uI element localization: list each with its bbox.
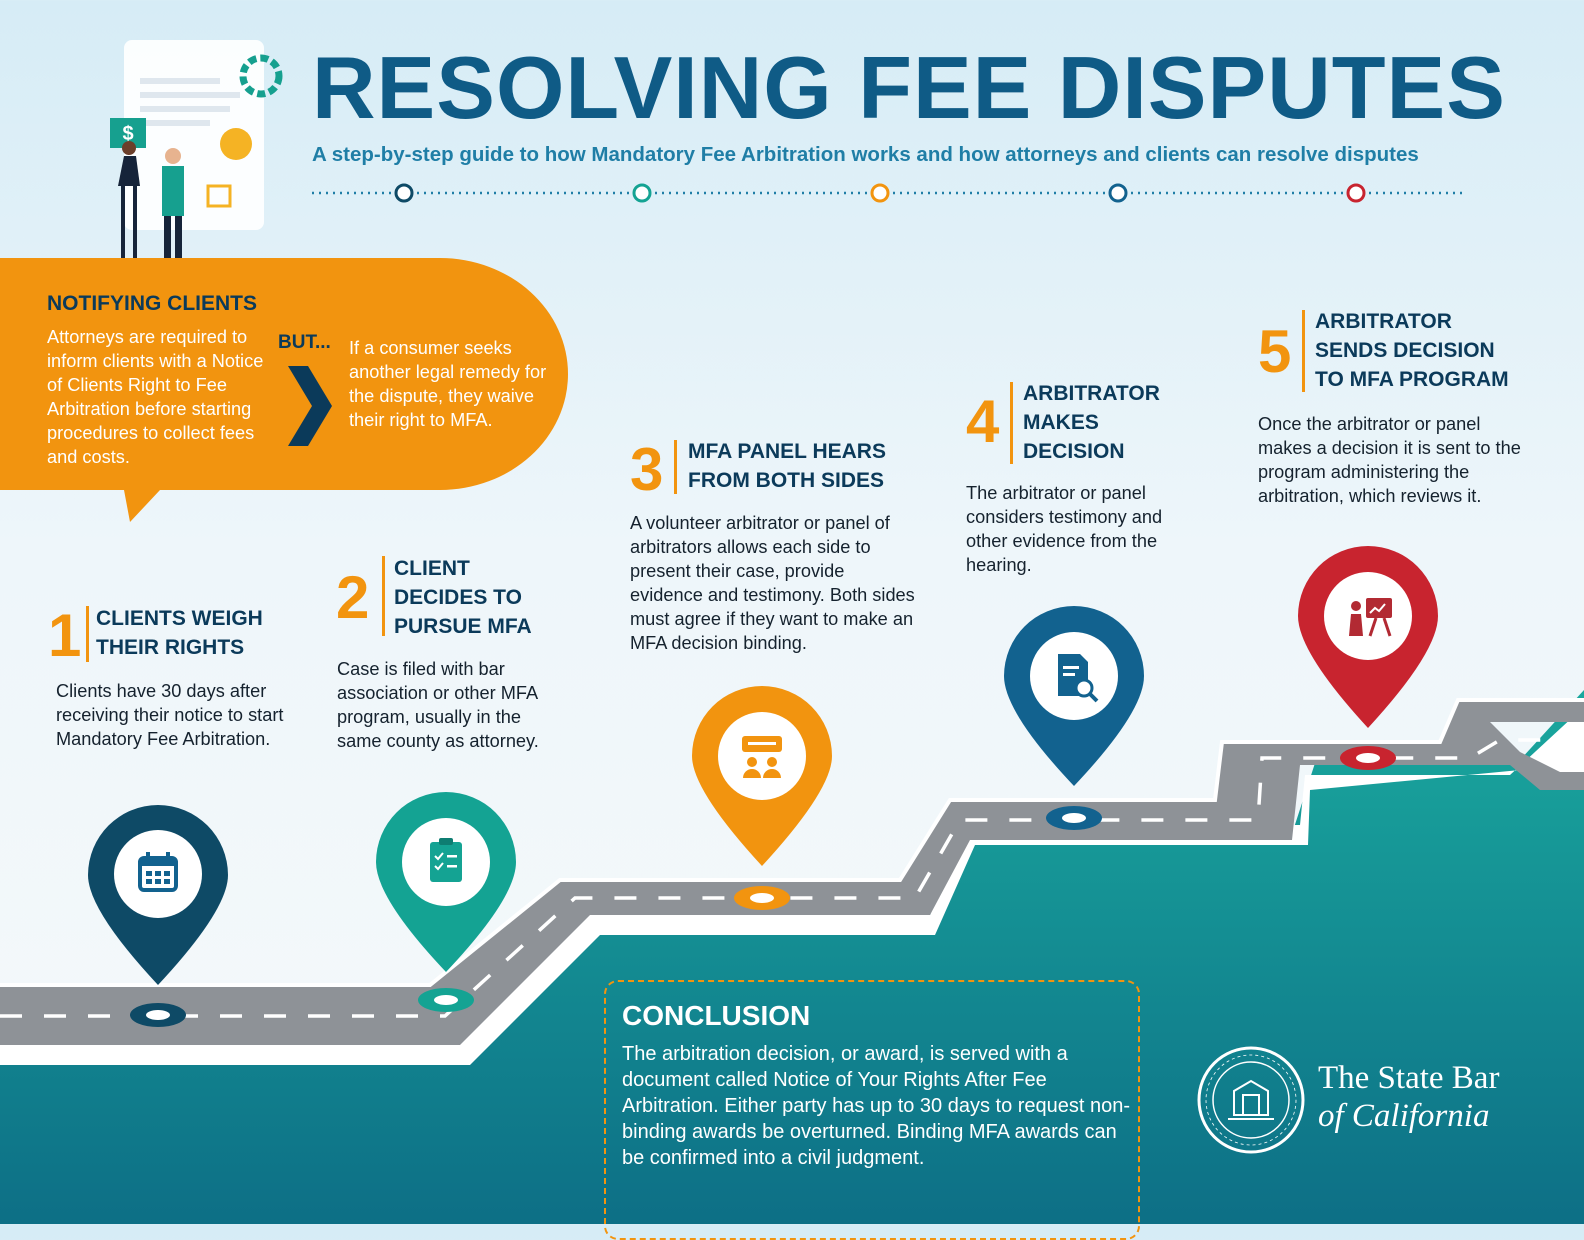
step-2-number: 2 (336, 564, 370, 631)
step-2-divider (382, 556, 385, 636)
step-4-number: 4 (966, 388, 1000, 455)
page-title: RESOLVING FEE DISPUTES (312, 38, 1506, 137)
timeline-dots (312, 183, 1464, 203)
conclusion-text: The arbitration decision, or award, is s… (622, 1043, 1131, 1169)
step-4-divider (1010, 382, 1013, 464)
step-5-number: 5 (1258, 318, 1292, 385)
step-4-text: The arbitrator or panel considers testim… (966, 483, 1163, 575)
but-text: If a consumer seeks another legal remedy… (349, 338, 547, 430)
conclusion-title: CONCLUSION (622, 1000, 811, 1031)
timeline-dot-orange (870, 183, 890, 203)
step-3-number: 3 (630, 436, 664, 503)
step-1-text: Clients have 30 days after receiving the… (56, 681, 284, 749)
state-bar-seal-logo (1197, 1046, 1305, 1154)
state-bar-name-line1: The State Bar (1318, 1060, 1500, 1096)
people-contract-illustration: $ (110, 40, 283, 266)
teal-ground (0, 690, 1584, 1224)
step-1-number: 1 (48, 602, 82, 669)
svg-text:$: $ (122, 123, 133, 145)
step-2-text: Case is filed with bar association or ot… (337, 659, 539, 751)
page-subtitle: A step-by-step guide to how Mandatory Fe… (312, 143, 1419, 166)
notifying-text: Attorneys are required to inform clients… (47, 327, 264, 467)
state-bar-name-line2: of California (1318, 1098, 1490, 1134)
step-1-divider (86, 606, 89, 662)
step-5-divider (1302, 310, 1305, 392)
chevron-right-icon (288, 366, 332, 446)
but-label: BUT... (278, 332, 331, 353)
notifying-title: NOTIFYING CLIENTS (47, 292, 257, 315)
timeline-dot-red (1346, 183, 1366, 203)
notifying-speech-bubble (0, 258, 568, 522)
timeline-dot-teal (632, 183, 652, 203)
step-3-divider (674, 440, 677, 494)
step-3-text: A volunteer arbitrator or panel of arbit… (630, 513, 915, 653)
step-5-text: Once the arbitrator or panel makes a dec… (1258, 414, 1521, 506)
timeline-dot-navy (394, 183, 414, 203)
timeline-dot-blue (1108, 183, 1128, 203)
